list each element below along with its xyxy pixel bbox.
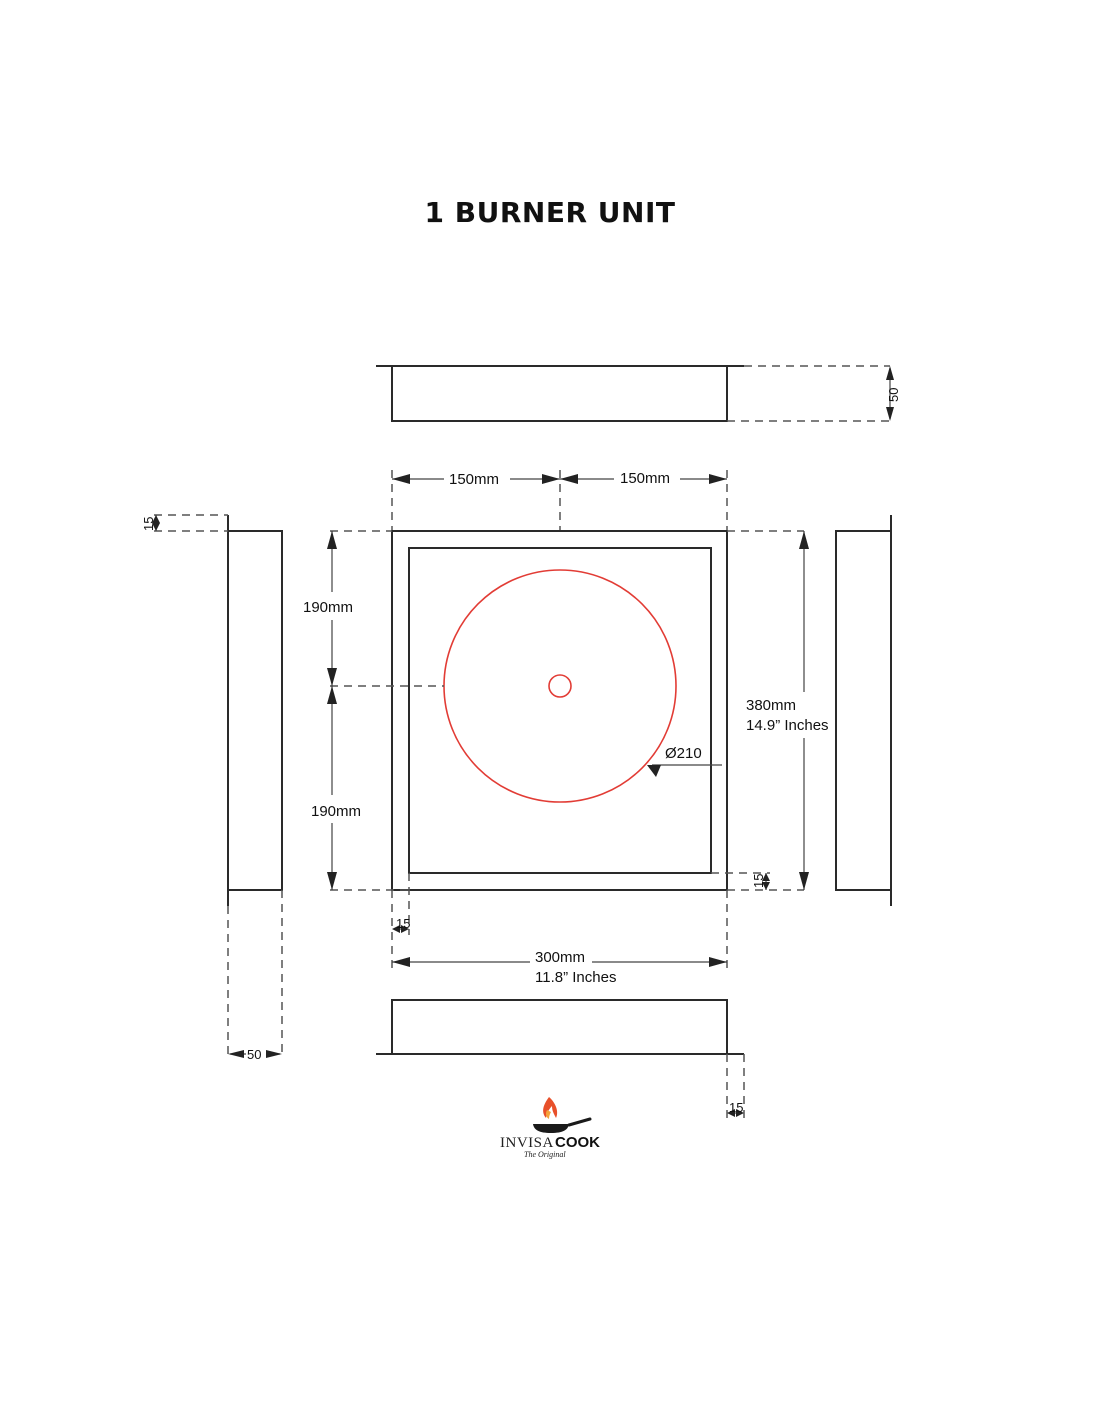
top-width-left-label: 150mm: [449, 471, 499, 488]
flange-inner-right-label: 15: [751, 874, 766, 888]
depth-right-label: 50: [886, 388, 901, 402]
burner-ring: [443, 569, 677, 803]
depth-left-label: 50: [247, 1047, 261, 1062]
total-width-in-label: 11.8” Inches: [535, 969, 616, 986]
top-width-right-label: 150mm: [620, 470, 670, 487]
flange-top-left-label: 15: [141, 517, 156, 531]
top-side-view: 50: [376, 365, 901, 422]
flame-pan-icon: [533, 1097, 592, 1133]
top-width-dimensions: 150mm 150mm: [391, 470, 728, 531]
logo-tagline: The Original: [524, 1150, 566, 1159]
flange-inner-bottom-label: 15: [396, 916, 410, 931]
logo-word-invisa: INVISA: [500, 1135, 554, 1151]
bottom-width-dimension: 300mm 11.8” Inches 15: [391, 873, 728, 986]
bottom-side-view: 15: [376, 999, 745, 1118]
upper-height-label: 190mm: [303, 599, 353, 616]
logo-word-cook: COOK: [555, 1134, 600, 1151]
invisacook-logo: INVISA COOK The Original: [500, 1097, 600, 1159]
total-height-mm-label: 380mm: [746, 697, 796, 714]
left-side-view: 15 50: [141, 514, 283, 1062]
left-height-dimensions: 190mm 190mm: [303, 530, 444, 891]
total-width-mm-label: 300mm: [535, 949, 585, 966]
burner-diameter-label: Ø210: [665, 745, 702, 762]
page-title: 1 BURNER UNIT: [424, 196, 676, 229]
total-height-in-label: 14.9” Inches: [746, 717, 829, 734]
plan-view: Ø210: [391, 530, 728, 891]
lower-height-label: 190mm: [311, 803, 361, 820]
right-height-dimension: 380mm 14.9” Inches 15: [711, 530, 829, 891]
flange-bottom-right-label: 15: [729, 1100, 743, 1115]
burner-center: [548, 674, 572, 698]
right-side-view: [835, 515, 892, 906]
